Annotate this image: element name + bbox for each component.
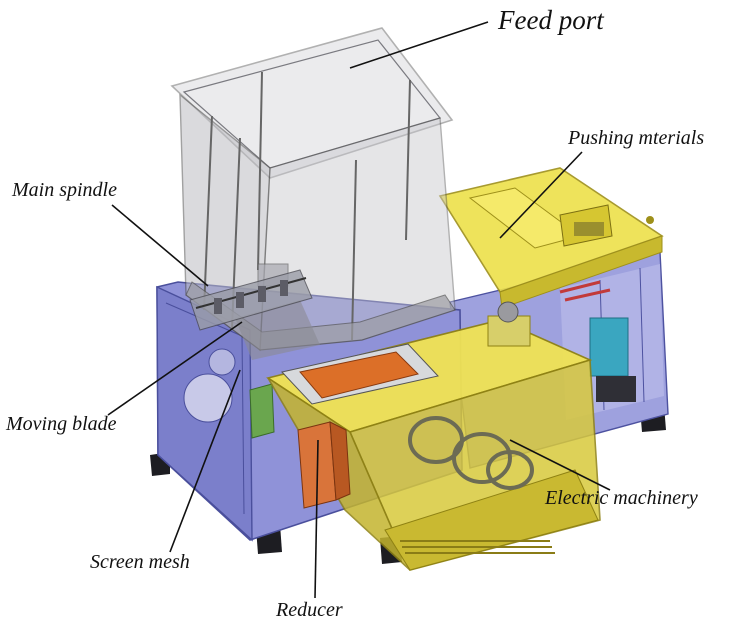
leader-pushing-materials [499,151,583,239]
leader-electric-machinery [509,439,611,491]
label-reducer: Reducer [276,599,343,621]
orange-plate [281,343,439,405]
leader-lines [107,21,611,599]
label-screen-mesh: Screen mesh [90,551,190,573]
leader-screen-mesh [169,369,241,553]
label-pushing-materials: Pushing mterials [568,127,705,149]
label-electric-machinery: Electric machinery [545,487,698,509]
leader-feed-port [349,21,489,69]
motor-coils [408,416,534,490]
label-feed-port: Feed port [498,5,604,35]
green-board [249,383,275,439]
leader-moving-blade [107,321,243,416]
pushing-cover [438,167,664,309]
rotor-shaft [189,269,313,331]
leader-main-spindle [111,204,209,287]
red-linkage [559,280,611,302]
leader-reducer [314,439,319,599]
vent-mesh [400,540,555,554]
label-main-spindle: Main spindle [12,179,117,201]
moving-blades [214,280,288,314]
label-moving-blade: Moving blade [6,413,117,435]
cyan-motor [589,317,636,402]
reducer [297,421,351,509]
motor-housing [266,301,601,571]
